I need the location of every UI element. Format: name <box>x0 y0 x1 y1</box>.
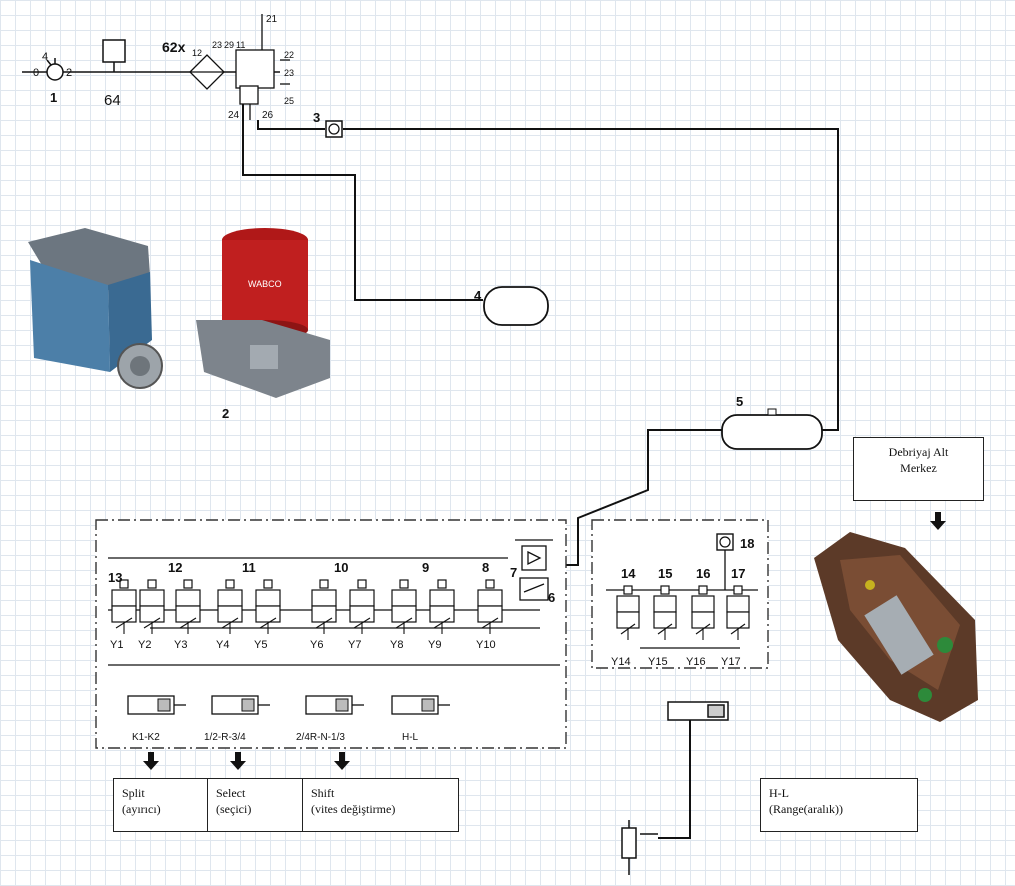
air-dryer-image: WABCO <box>196 228 330 398</box>
solenoid-valve <box>429 579 455 634</box>
group-number: 14 <box>621 566 636 581</box>
range-callout-line2: (Range(aralık)) <box>769 802 843 816</box>
valve-label: Y5 <box>254 639 267 651</box>
svg-text:0: 0 <box>33 67 39 79</box>
svg-text:21: 21 <box>266 14 278 25</box>
shift-cylinder <box>305 695 364 715</box>
cylinder-label: 2/4R-N-1/3 <box>296 732 345 743</box>
solenoid-valve <box>726 585 750 640</box>
solenoid-valve <box>311 579 337 634</box>
valve-label: Y17 <box>721 656 741 668</box>
range-valve-block: Y14 Y15 Y16 Y17 14 15 16 17 18 <box>591 519 769 669</box>
svg-text:1: 1 <box>50 90 57 105</box>
split-callout-line2: (ayırıcı) <box>122 802 161 816</box>
valve-label: Y2 <box>138 639 151 651</box>
cylinder-label: K1-K2 <box>132 732 160 743</box>
shift-cylinder <box>211 695 270 715</box>
valve-label: Y7 <box>348 639 361 651</box>
valve-label: Y14 <box>611 656 631 668</box>
solenoid-valve <box>349 579 375 634</box>
filter-symbol <box>102 39 126 72</box>
valve-label: Y10 <box>476 639 496 651</box>
clutch-actuator-symbol <box>621 701 729 875</box>
svg-text:18: 18 <box>740 536 754 551</box>
svg-text:26: 26 <box>262 110 274 121</box>
shift-cylinder <box>391 695 450 715</box>
range-callout: H-L (Range(aralık)) <box>760 778 918 832</box>
shift-callout-line2: (vites değiştirme) <box>311 802 396 816</box>
group-number: 8 <box>482 560 489 575</box>
group-number: 17 <box>731 566 745 581</box>
svg-text:7: 7 <box>510 565 517 580</box>
group-number: 12 <box>168 560 182 575</box>
compressor-image <box>28 228 163 389</box>
valve-label: Y8 <box>390 639 403 651</box>
group-number: 13 <box>108 570 122 585</box>
air-tank-main <box>721 414 823 450</box>
solenoid-valve <box>477 579 503 634</box>
svg-text:4: 4 <box>42 51 48 63</box>
group-number: 11 <box>242 560 256 575</box>
valve-label: Y4 <box>216 639 229 651</box>
solenoid-valve <box>653 585 677 640</box>
solenoid-valve <box>111 579 137 634</box>
valve-label: Y3 <box>174 639 187 651</box>
svg-text:2: 2 <box>66 67 72 79</box>
select-callout: Select (seçici) <box>207 778 303 832</box>
shift-valve-block: Y1 Y2 Y3 Y4 Y5 Y6 Y7 Y8 Y9 Y10 13 12 11 10 9 8 K1-K2 1/2… <box>95 519 567 749</box>
group-number: 15 <box>658 566 672 581</box>
group-number: 9 <box>422 560 429 575</box>
split-callout: Split (ayırıcı) <box>113 778 208 832</box>
valve-label: Y1 <box>110 639 123 651</box>
range-callout-line1: H-L <box>769 786 789 800</box>
shift-callout-line1: Shift <box>311 786 335 800</box>
svg-text:5: 5 <box>736 394 743 409</box>
dryer-symbol <box>189 14 290 120</box>
solenoid-valve <box>391 579 417 634</box>
solenoid-valve <box>616 585 640 640</box>
svg-text:25: 25 <box>284 96 294 106</box>
cylinder-label: 1/2-R-3/4 <box>204 732 246 743</box>
svg-text:23: 23 <box>284 68 294 78</box>
shift-cylinder <box>127 695 186 715</box>
svg-text:22: 22 <box>284 50 294 60</box>
clutch-callout-line1: Debriyaj Alt <box>888 445 949 459</box>
solenoid-valve <box>255 579 281 634</box>
clutch-callout: Debriyaj Alt Merkez <box>853 437 984 501</box>
svg-text:29: 29 <box>224 40 234 50</box>
split-callout-line1: Split <box>122 786 145 800</box>
svg-text:2: 2 <box>222 406 229 421</box>
solenoid-valve <box>139 579 165 634</box>
svg-text:11: 11 <box>236 40 245 50</box>
svg-text:24: 24 <box>228 110 240 121</box>
svg-text:64: 64 <box>104 92 121 109</box>
svg-text:4: 4 <box>474 288 482 303</box>
group-number: 16 <box>696 566 710 581</box>
select-callout-line1: Select <box>216 786 246 800</box>
valve-label: Y6 <box>310 639 323 651</box>
shift-callout: Shift (vites değiştirme) <box>302 778 459 832</box>
clutch-servo-image <box>814 532 978 722</box>
valve-label: Y16 <box>686 656 706 668</box>
valve-label: Y15 <box>648 656 668 668</box>
group-number: 10 <box>334 560 348 575</box>
solenoid-valve <box>175 579 201 634</box>
solenoid-valve <box>691 585 715 640</box>
solenoid-valve <box>217 579 243 634</box>
svg-text:3: 3 <box>313 110 320 125</box>
air-tank-small <box>483 286 549 326</box>
svg-text:23: 23 <box>212 40 222 50</box>
clutch-callout-line2: Merkez <box>900 461 937 475</box>
svg-text:6: 6 <box>548 590 555 605</box>
cylinder-label: H-L <box>402 732 419 743</box>
select-callout-line2: (seçici) <box>216 802 252 816</box>
svg-text:WABCO: WABCO <box>248 279 282 289</box>
valve-label: Y9 <box>428 639 441 651</box>
svg-text:12: 12 <box>192 48 202 58</box>
svg-text:62x: 62x <box>162 39 186 55</box>
air-pipes <box>242 104 839 839</box>
